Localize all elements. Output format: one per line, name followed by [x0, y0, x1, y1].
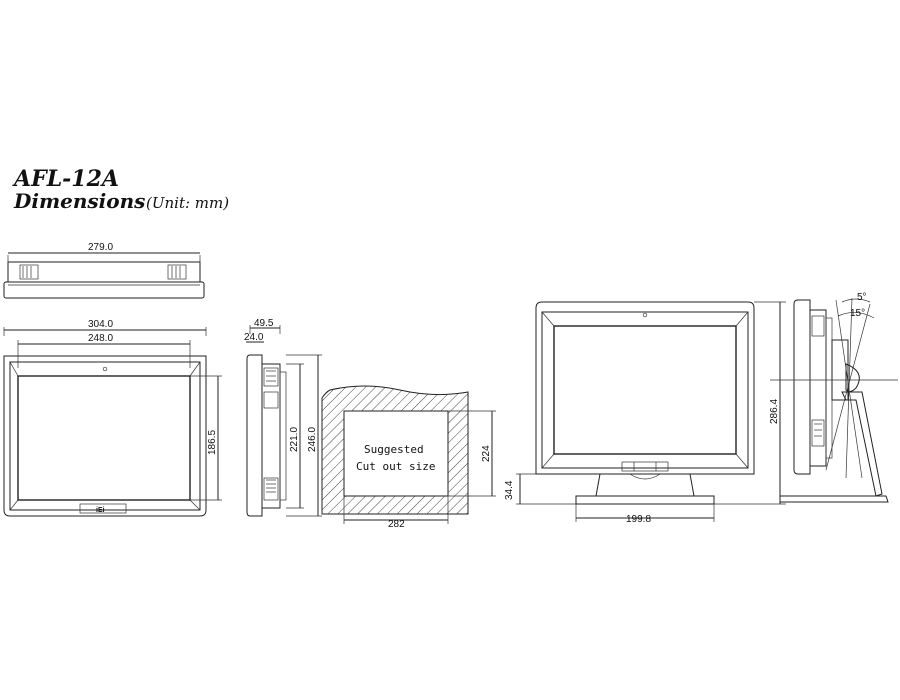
front-view: 304.0 248.0 iEi 186.5: [3, 319, 222, 517]
cutout-opening: [343, 410, 449, 497]
front-logo: iEi: [96, 507, 105, 514]
cutout-label-line1: Suggested: [364, 443, 424, 456]
dim-side-height-inner: 221.0: [289, 427, 300, 452]
cutout-label-line2: Cut out size: [356, 460, 435, 473]
dim-stand-offset: 34.4: [504, 480, 515, 500]
stand-front-view: 199.8 34.4 286.4: [504, 301, 786, 525]
top-view: 279.0: [3, 242, 205, 299]
dim-side-depth-inner: 24.0: [244, 332, 264, 343]
dim-side-depth: 49.5: [254, 318, 274, 329]
side-view: 49.5 24.0 221.0 246.0: [244, 318, 322, 517]
tilt-back-angle: 5°: [857, 292, 867, 303]
dim-cutout-width: 282: [388, 519, 405, 530]
cutout-view: Suggested Cut out size 282 224: [321, 385, 496, 530]
dim-front-inner-height: 186.5: [207, 430, 218, 455]
dim-front-outer-width: 304.0: [88, 319, 113, 330]
dim-top-width: 279.0: [88, 242, 113, 253]
stand-side-view: 5° 15°: [770, 292, 898, 503]
dim-side-height-outer: 246.0: [307, 427, 318, 452]
tilt-forward-angle: 15°: [850, 308, 865, 319]
model-title: AFL-12A: [12, 166, 119, 192]
dim-cutout-height: 224: [481, 445, 492, 462]
dim-stand-height: 286.4: [769, 399, 780, 424]
dimensions-title: Dimensions: [13, 189, 145, 213]
unit-label: (Unit: mm): [146, 194, 229, 212]
dim-front-inner-width: 248.0: [88, 333, 113, 344]
dim-stand-width: 199.8: [626, 514, 651, 525]
